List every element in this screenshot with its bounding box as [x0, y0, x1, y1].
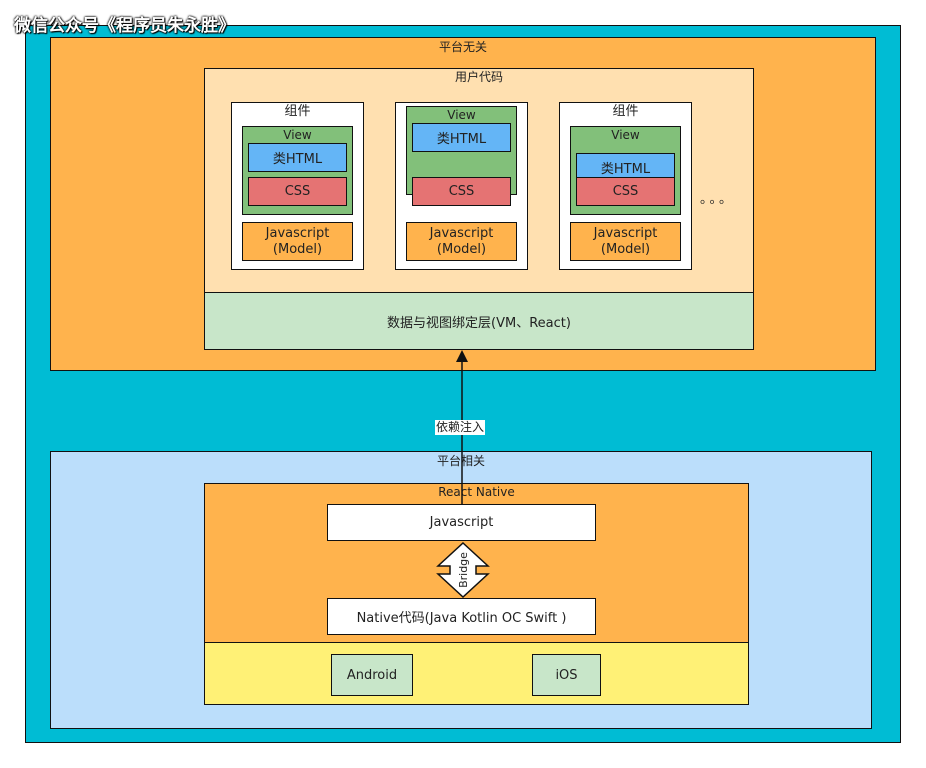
- platform-dependent-title: 平台相关: [436, 454, 485, 468]
- css-box-3: CSS: [576, 177, 675, 206]
- bridge-arrow: Bridge: [436, 542, 490, 598]
- html-box-1: 类HTML: [248, 143, 347, 172]
- platform-independent-title: 平台无关: [438, 40, 487, 54]
- component-title: 组件: [284, 104, 311, 119]
- js-model-box-2: Javascript (Model): [406, 222, 517, 261]
- binding-layer: 数据与视图绑定层(VM、React): [204, 292, 754, 350]
- css-box-2: CSS: [412, 177, 511, 206]
- html-box-2: 类HTML: [412, 123, 511, 152]
- css-box-1: CSS: [248, 177, 347, 206]
- view-label: View: [283, 128, 312, 142]
- dependency-injection-label: 依赖注入: [435, 420, 486, 435]
- user-code-title: 用户代码: [454, 70, 503, 84]
- js-model-box-1: Javascript (Model): [242, 222, 353, 261]
- bridge-label: Bridge: [457, 552, 470, 588]
- native-code-box: Native代码(Java Kotlin OC Swift ): [327, 598, 596, 635]
- js-model-line1: Javascript: [265, 225, 330, 241]
- rn-javascript-box: Javascript: [327, 504, 596, 541]
- os-platforms-row: [204, 642, 749, 705]
- js-model-line2: (Model): [272, 241, 323, 257]
- view-label: View: [447, 108, 476, 122]
- js-model-line1: Javascript: [593, 225, 658, 241]
- component-title: 组件: [612, 104, 639, 119]
- more-components-ellipsis: 。。。: [700, 192, 736, 207]
- ios-box: iOS: [532, 654, 601, 696]
- watermark: 微信公众号《程序员朱永胜》: [14, 16, 235, 36]
- android-box: Android: [331, 654, 413, 696]
- js-model-line2: (Model): [600, 241, 651, 257]
- js-model-line2: (Model): [436, 241, 487, 257]
- js-model-box-3: Javascript (Model): [570, 222, 681, 261]
- react-native-title: React Native: [438, 485, 515, 499]
- js-model-line1: Javascript: [429, 225, 494, 241]
- view-label: View: [611, 128, 640, 142]
